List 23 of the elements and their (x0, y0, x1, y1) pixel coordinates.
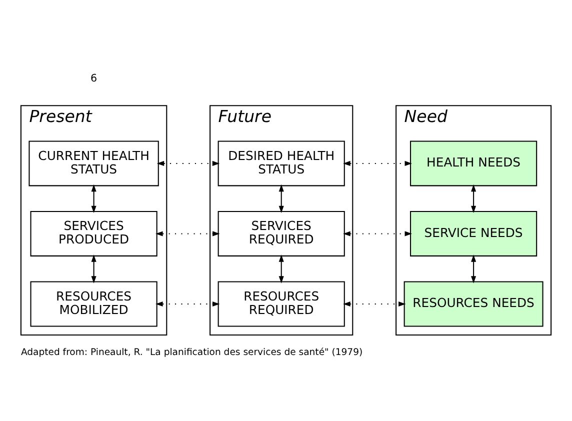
arrow (471, 254, 476, 283)
node-box: SERVICES PRODUCED (30, 210, 158, 256)
label: 6 (90, 72, 98, 84)
node-box: DESIRED HEALTH STATUS (218, 140, 345, 186)
arrow (156, 300, 220, 306)
arrow (91, 254, 96, 283)
node-box: RESOURCES NEEDS (404, 280, 544, 326)
node-box: SERVICE NEEDS (410, 210, 538, 256)
arrow (471, 184, 476, 213)
node-box: HEALTH NEEDS (410, 140, 538, 186)
node-box: CURRENT HEALTH STATUS (28, 140, 159, 186)
node-box: RESOURCES REQUIRED (218, 280, 345, 326)
arrow (278, 254, 284, 283)
arrow (278, 184, 284, 213)
arrow (343, 300, 406, 306)
arrow (343, 230, 412, 236)
arrow (156, 230, 220, 236)
caption: Adapted from: Pineault, R. "La planification des services de santé" (1979) (20, 346, 363, 358)
node-box: SERVICES REQUIRED (218, 210, 345, 256)
arrow (91, 184, 96, 213)
arrow (343, 160, 412, 166)
arrow (156, 160, 220, 166)
node-box: RESOURCES MOBILIZED (30, 280, 158, 326)
